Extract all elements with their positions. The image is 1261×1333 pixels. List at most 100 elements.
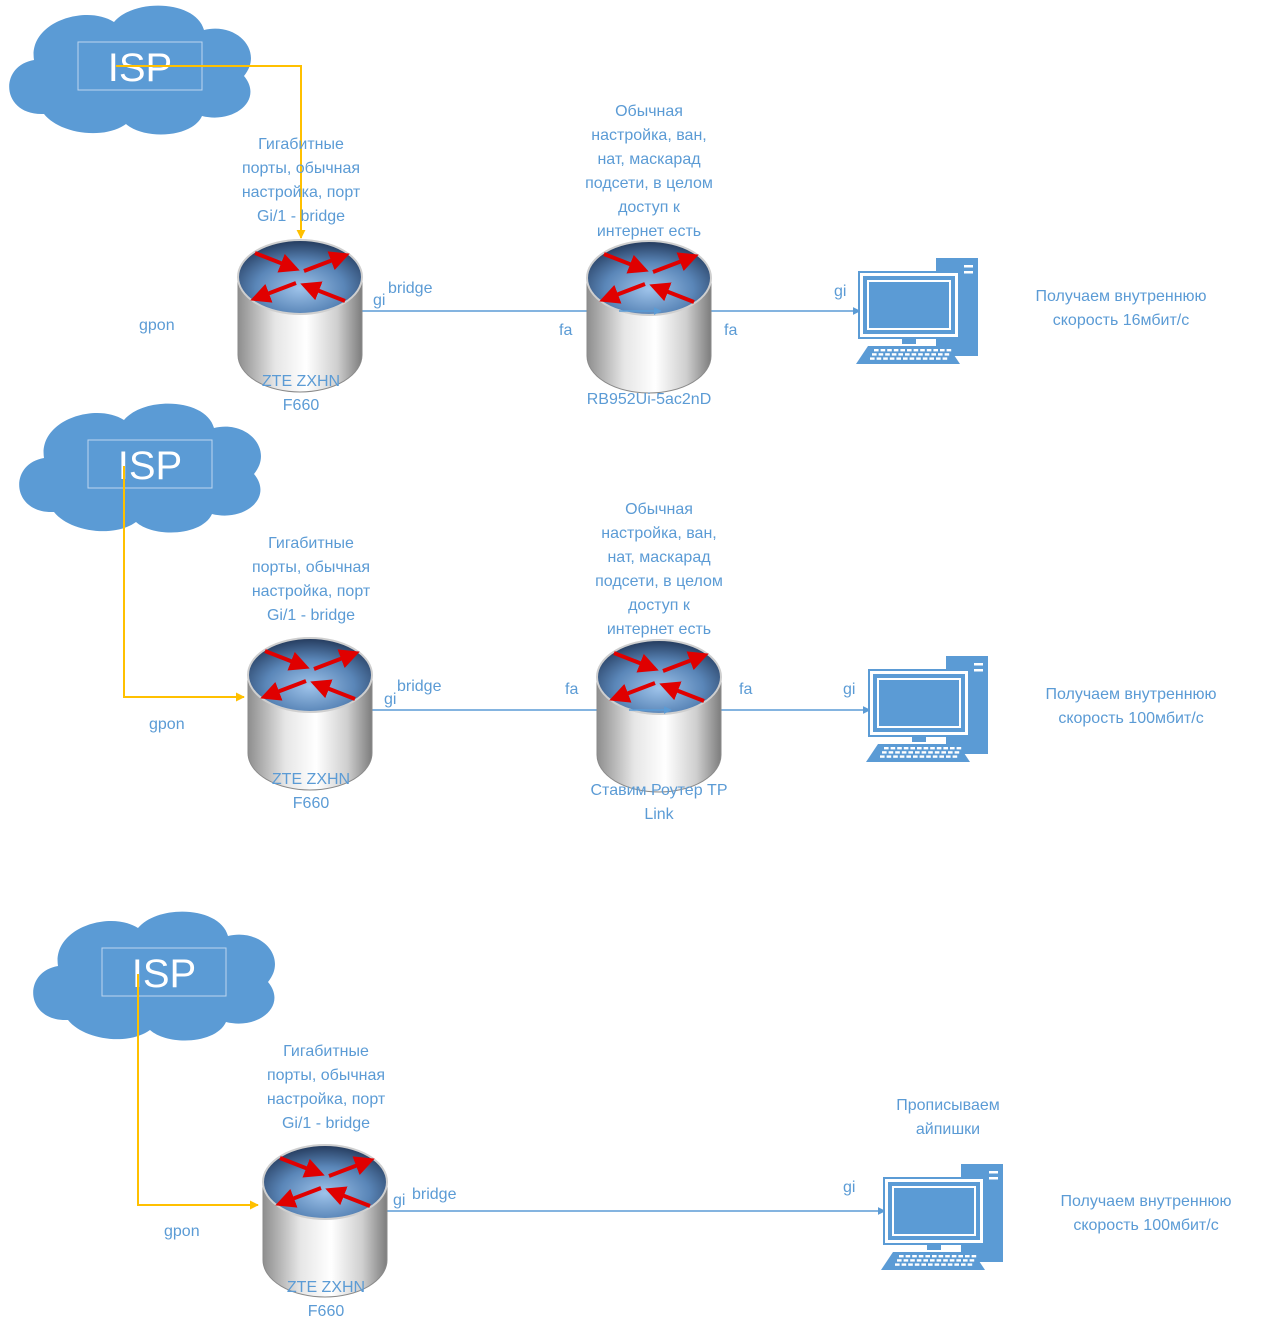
pc-tower-slot xyxy=(964,271,973,274)
pc-key xyxy=(885,353,890,356)
zte-note-line: настройка, порт xyxy=(252,583,371,600)
pc-key xyxy=(890,747,896,750)
router-name-line: Link xyxy=(644,806,674,823)
speed-result: Получаем внутреннюю скорость 100мбит/с xyxy=(1060,1193,1231,1234)
pc-key xyxy=(936,747,942,750)
router-name-line: RB952Ui-5ac2nD xyxy=(587,391,712,408)
pc-key xyxy=(929,357,934,360)
pc-key xyxy=(870,357,875,360)
isp-label: ISP xyxy=(108,46,172,90)
router-note-line: доступ к xyxy=(628,597,691,614)
pc-key xyxy=(934,751,940,754)
pc-key xyxy=(930,1259,935,1262)
zte-name-line: F660 xyxy=(283,397,320,414)
router-arrow xyxy=(659,681,705,703)
router-top xyxy=(586,240,712,316)
router-arrow xyxy=(603,252,649,274)
pc-key xyxy=(880,755,885,758)
isp-label: ISP xyxy=(118,444,182,488)
pc-key xyxy=(895,751,900,754)
pc-screen xyxy=(892,1186,976,1236)
pc-key xyxy=(923,1259,928,1262)
pc-key xyxy=(950,747,955,750)
pc-key xyxy=(943,747,948,750)
pc-key xyxy=(944,353,950,356)
router-arrow xyxy=(279,1156,325,1178)
pc-key xyxy=(905,353,910,356)
pc-key xyxy=(938,1255,944,1258)
pc-key xyxy=(956,1259,961,1262)
pc-key xyxy=(886,755,892,758)
pc-key xyxy=(903,747,909,750)
router-in-port-label: fa xyxy=(565,681,578,698)
pc-key xyxy=(921,1263,926,1266)
desktop-computer-icon xyxy=(856,258,978,364)
pc-key xyxy=(936,357,941,360)
pc-key xyxy=(916,357,921,360)
pc-key xyxy=(913,755,918,758)
pc-key xyxy=(899,1255,904,1258)
router-note-line: подсети, в целом xyxy=(585,175,713,192)
pc-key xyxy=(907,349,912,352)
router-arrow xyxy=(254,251,300,273)
speed-result-line: Получаем внутреннюю xyxy=(1045,686,1216,703)
router-arrow xyxy=(662,651,709,673)
pc-key xyxy=(887,349,892,352)
pc-key xyxy=(918,1255,924,1258)
pc-port-label: gi xyxy=(834,283,846,300)
pc-key xyxy=(910,747,915,750)
pc-key xyxy=(896,357,901,360)
pc-key xyxy=(928,751,933,754)
pc-key xyxy=(938,353,943,356)
zte-name-line: ZTE ZXHN xyxy=(262,373,340,390)
zte-note-line: порты, обычная xyxy=(252,559,370,576)
pc-key xyxy=(893,755,898,758)
bridge-label: bridge xyxy=(397,678,442,695)
pc-key xyxy=(947,1263,953,1266)
pc-stand xyxy=(927,1244,941,1250)
router-arrow xyxy=(300,281,346,303)
pc-key xyxy=(889,357,895,360)
speed-result-line: скорость 100мбит/с xyxy=(1073,1217,1218,1234)
isp-cloud: ISP xyxy=(19,403,261,533)
router-note-line: Обычная xyxy=(615,103,683,120)
pc-key xyxy=(888,751,894,754)
zte-name: ZTE ZXHN F660 xyxy=(262,373,340,414)
pc-stand xyxy=(912,736,926,742)
cloud-icon xyxy=(19,403,261,533)
zte-router-icon xyxy=(237,239,363,393)
speed-result-line: Получаем внутреннюю xyxy=(1060,1193,1231,1210)
pc-key xyxy=(934,1263,940,1266)
router-arrow xyxy=(260,679,307,701)
gpon-label: gpon xyxy=(164,1223,200,1240)
router-arrow xyxy=(310,679,356,701)
zte-note-line: Гигабитные xyxy=(283,1043,369,1060)
pc-port-label: gi xyxy=(843,1179,855,1196)
pc-key xyxy=(914,1263,920,1266)
pc-key xyxy=(884,747,889,750)
zte-name-line: F660 xyxy=(293,795,330,812)
router-name-line: Ставим Роутер TP xyxy=(590,782,727,799)
pc-key xyxy=(936,1259,942,1262)
pc-stand xyxy=(902,338,916,344)
pc-key xyxy=(963,1259,968,1262)
zte-port-label: gi xyxy=(393,1192,405,1209)
pc-key xyxy=(939,755,944,758)
pc-key xyxy=(903,357,908,360)
router-in-port-label: fa xyxy=(559,322,572,339)
pc-key xyxy=(921,751,927,754)
router-name: RB952Ui-5ac2nD xyxy=(587,391,712,408)
pc-key xyxy=(922,357,928,360)
gpon-label: gpon xyxy=(139,317,175,334)
router-note-line: настройка, ван, xyxy=(601,525,716,542)
pc-key xyxy=(919,755,925,758)
router-icon xyxy=(596,639,722,793)
pc-key xyxy=(901,1263,907,1266)
pc-key xyxy=(924,353,930,356)
gpon-link xyxy=(123,466,245,702)
zte-note-line: Gi/1 - bridge xyxy=(282,1115,370,1132)
